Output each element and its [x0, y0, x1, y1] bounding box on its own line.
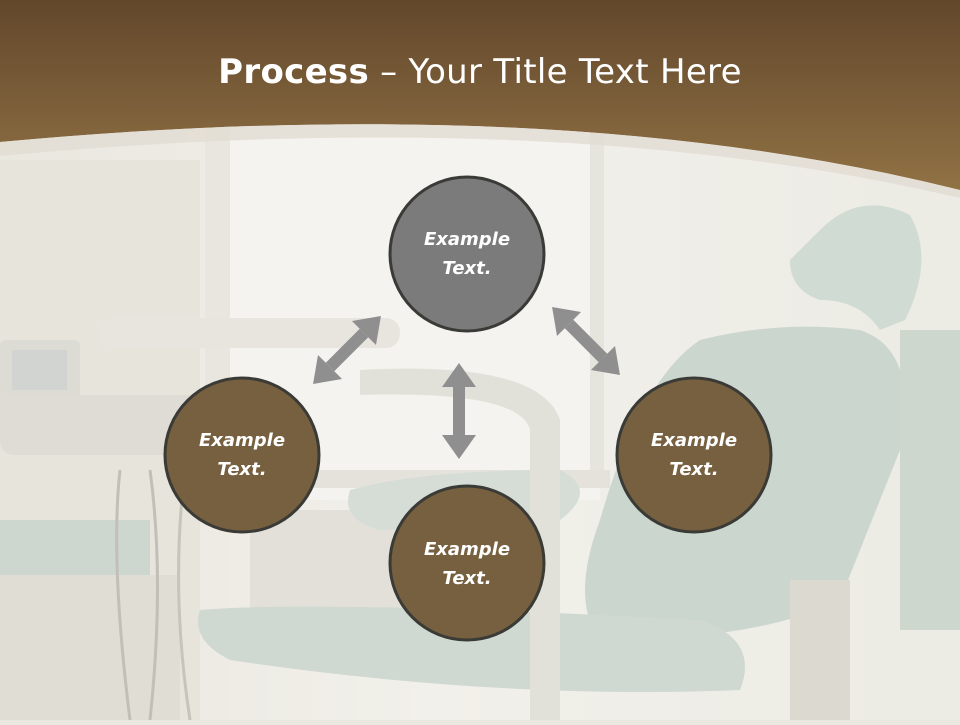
node-right-text: Example Text. — [619, 426, 769, 484]
node-right-line2: Text. — [669, 459, 719, 480]
double-arrow-icon — [313, 316, 381, 384]
node-left-line2: Text. — [217, 459, 267, 480]
node-bottom-line2: Text. — [442, 568, 492, 589]
node-left-text: Example Text. — [167, 426, 317, 484]
header-divider — [0, 124, 960, 198]
node-left-circle — [163, 376, 321, 534]
node-bottom-circle — [388, 484, 546, 642]
double-arrow-icon — [552, 307, 620, 375]
node-top-circle — [388, 175, 546, 333]
node-top-line2: Text. — [442, 258, 492, 279]
title-dash: – — [369, 52, 409, 92]
header-band — [0, 0, 960, 190]
node-bottom-text: Example Text. — [392, 535, 542, 593]
title-rest: Your Title Text Here — [408, 52, 742, 92]
node-right-circle — [615, 376, 773, 534]
node-top-line1: Example — [423, 229, 511, 250]
node-right-line1: Example — [650, 430, 738, 451]
title-bold: Process — [218, 52, 370, 92]
arrows — [313, 307, 620, 459]
node-top-text: Example Text. — [392, 225, 542, 283]
node-left-line1: Example — [198, 430, 286, 451]
node-bottom-line1: Example — [423, 539, 511, 560]
slide-title: Process – Your Title Text Here — [0, 52, 960, 92]
double-arrow-icon — [442, 363, 476, 459]
